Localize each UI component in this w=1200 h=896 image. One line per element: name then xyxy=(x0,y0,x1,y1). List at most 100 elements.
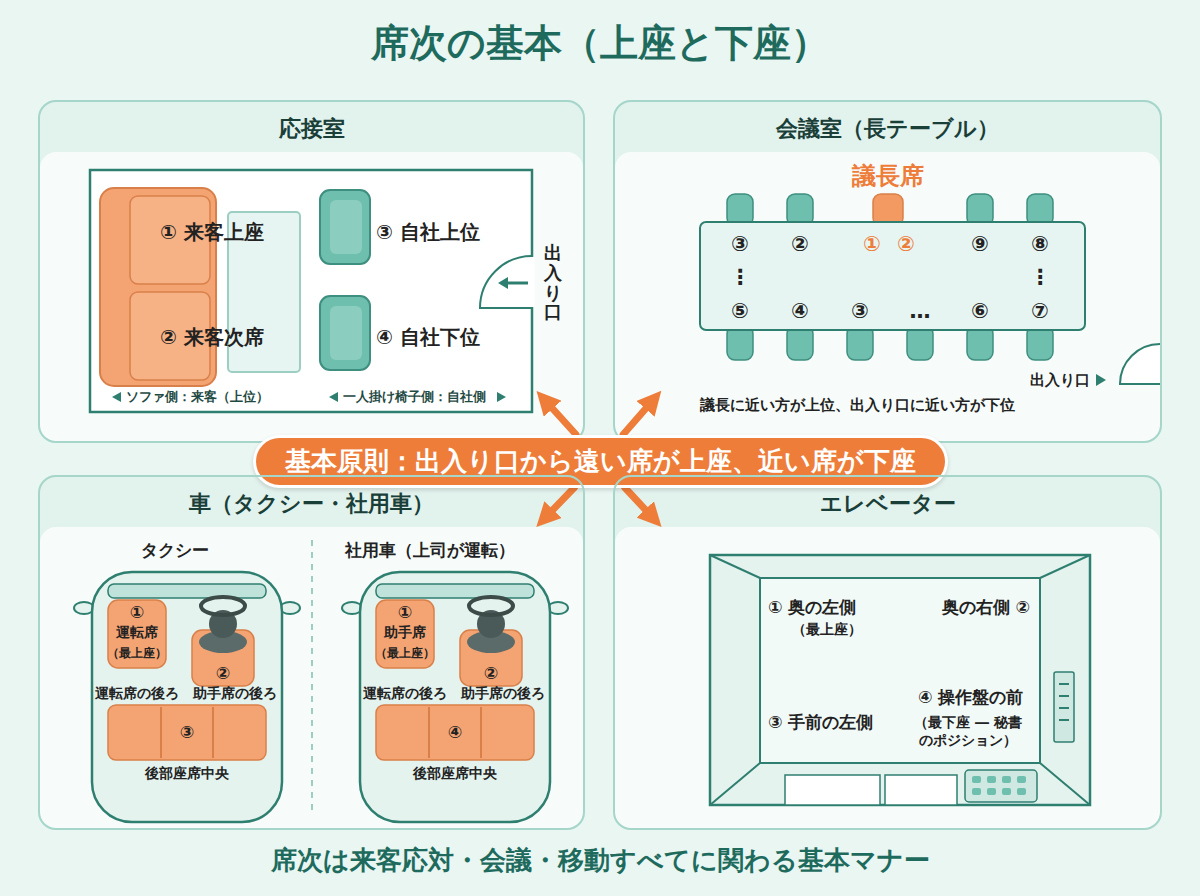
art-shape xyxy=(330,306,362,360)
banner-text: 基本原則：出入り口から遠い席が上座、近い席が下座 xyxy=(285,444,916,479)
seat-label: 運転席の後ろ xyxy=(95,685,179,703)
art-shape xyxy=(727,326,753,360)
seat-label: （最上座） xyxy=(792,621,862,639)
seat-label: ② 来客次席 xyxy=(160,324,264,351)
callout-number: … xyxy=(910,299,931,323)
title: 席次の基本（上座と下座） xyxy=(0,18,1200,69)
seat-label: ① 奥の左側 xyxy=(768,596,856,619)
principle-arrow xyxy=(625,488,655,521)
seat-label: 一人掛け椅子側：自社側 xyxy=(343,388,486,406)
meeting-table xyxy=(700,194,1160,386)
callout-number: ⑤ xyxy=(731,299,749,323)
keypad-buttons xyxy=(972,776,1026,795)
callout-number: ⑥ xyxy=(971,299,989,323)
callout-number: ② xyxy=(791,232,809,256)
art-shape xyxy=(90,170,532,412)
art-shape xyxy=(613,475,1162,830)
art-shape xyxy=(498,277,508,289)
art-shape xyxy=(785,775,880,805)
art-shape xyxy=(40,527,583,828)
principle-banner: 基本原則：出入り口から遠い席が上座、近い席が下座 xyxy=(253,435,948,488)
seat-label: ソファ側：来客（上位） xyxy=(126,388,269,406)
seat-label: 議長席 xyxy=(852,160,924,192)
seat-label: 運転席の後ろ xyxy=(363,685,447,703)
key-button xyxy=(987,776,996,783)
key-button xyxy=(1002,788,1011,795)
seat-label: ③ 手前の左側 xyxy=(768,711,873,734)
art-shape xyxy=(40,152,583,441)
seat-label: 出入り口 xyxy=(544,243,562,322)
art-shape xyxy=(320,190,370,264)
panel-heading: エレベーター xyxy=(615,489,1160,519)
art-shape xyxy=(342,572,568,822)
art-shape xyxy=(1054,672,1074,742)
panel-heading: 応接室 xyxy=(40,114,583,144)
art-shape xyxy=(1027,326,1053,360)
seat-label: ③ 自社上位 xyxy=(376,219,480,246)
art-shape xyxy=(506,282,528,285)
elevator-drawing xyxy=(710,555,1090,805)
callout-number: ③ xyxy=(851,299,869,323)
callout-number: ③ xyxy=(180,722,194,742)
section-panel: エレベーター xyxy=(613,475,1162,830)
callout-number: ③ xyxy=(731,232,749,256)
seat-label: ④ 操作盤の前 xyxy=(918,686,1023,709)
art-shape xyxy=(1040,555,1090,578)
seat-label: 議長に近い方が上位、出入り口に近い方が下位 xyxy=(700,396,1015,415)
seat-label: 助手席 xyxy=(384,624,426,642)
art-shape xyxy=(497,392,506,402)
seat-label: （最下座 ― 秘書 のポジション） xyxy=(909,713,1027,749)
seat-label: 運転席 xyxy=(116,624,158,642)
art-shape xyxy=(1059,695,1069,697)
art-shape xyxy=(530,257,535,307)
callout-number: ⑨ xyxy=(971,232,989,256)
art-shape xyxy=(1059,719,1069,721)
callout-number: ④ xyxy=(448,722,462,742)
callout-number: ① xyxy=(863,232,881,256)
art-shape xyxy=(907,326,933,360)
art-shape xyxy=(760,578,1040,763)
art-shape xyxy=(967,326,993,360)
seat-label: 後部座席中央 xyxy=(413,765,497,783)
art-shape xyxy=(787,326,813,360)
art-shape xyxy=(311,540,313,815)
key-button xyxy=(1002,776,1011,783)
art-shape xyxy=(1040,763,1090,805)
cars xyxy=(74,540,568,822)
callout-number: ① xyxy=(130,602,144,622)
art-shape xyxy=(700,222,1085,330)
callout-number: ⋮ xyxy=(1030,265,1051,289)
art-shape xyxy=(1059,707,1069,709)
art-shape xyxy=(112,392,121,402)
key-button xyxy=(972,776,981,783)
art-shape xyxy=(38,475,585,830)
key-button xyxy=(1017,776,1026,783)
callout-number: ④ xyxy=(791,299,809,323)
principle-arrow xyxy=(623,398,655,435)
callout-number: ② xyxy=(484,663,498,683)
callout-number: ① xyxy=(398,602,412,622)
key-button xyxy=(972,788,981,795)
art-shape xyxy=(329,392,338,402)
callout-number: ⋮ xyxy=(730,265,751,289)
callout-number: ⑧ xyxy=(1031,232,1049,256)
art-shape xyxy=(965,770,1037,802)
key-button xyxy=(987,788,996,795)
seat-label: タクシー xyxy=(141,539,209,562)
panel-heading: 車（タクシー・社用車） xyxy=(40,489,583,519)
key-button xyxy=(1017,788,1026,795)
seat-label: ① 来客上座 xyxy=(160,219,264,246)
art-shape xyxy=(885,775,957,805)
caption: 席次は来客応対・会議・移動すべてに関わる基本マナー xyxy=(0,843,1200,878)
seat-label: （最上座） xyxy=(107,645,167,662)
art-shape xyxy=(710,763,760,805)
art-shape xyxy=(615,152,1160,441)
seat-label: 助手席の後ろ xyxy=(193,685,277,703)
art-shape xyxy=(1059,683,1069,685)
art-shape xyxy=(320,296,370,370)
principle-arrow xyxy=(543,398,576,435)
seat-label: ④ 自社下位 xyxy=(376,324,480,351)
seat-label: （最上座） xyxy=(375,645,435,662)
